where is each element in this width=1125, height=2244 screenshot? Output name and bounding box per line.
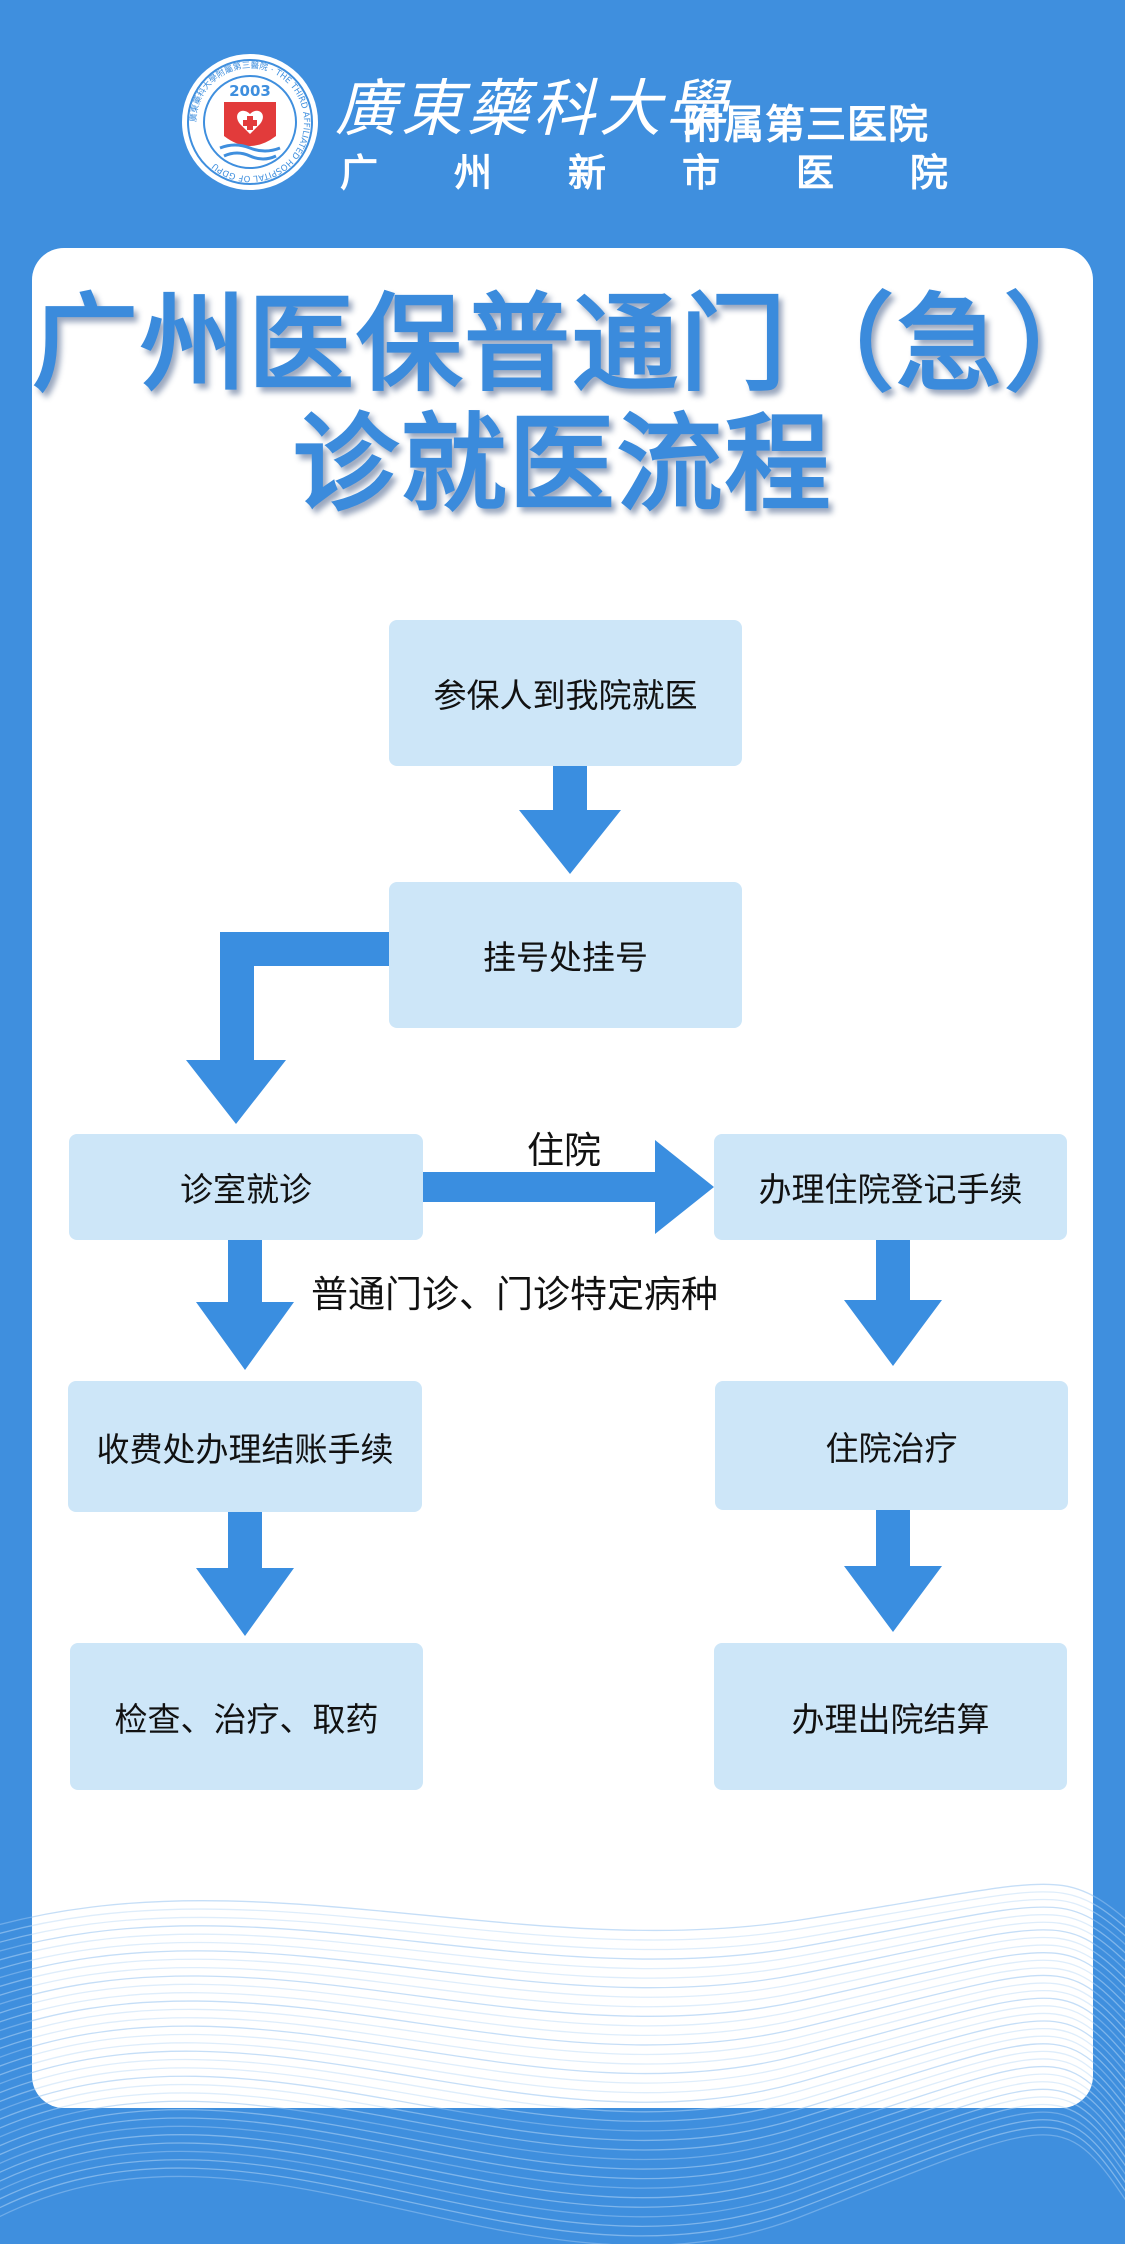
- subtitle-char: 市: [681, 151, 720, 195]
- subtitle-char: 院: [909, 151, 948, 195]
- page-title-line-1: 广州医保普通门（急）: [32, 283, 1112, 406]
- logo-year: 2003: [229, 82, 271, 100]
- arrow-right-icon: [423, 1140, 714, 1234]
- edge-label-outpatient: 普通门诊、门诊特定病种: [311, 1273, 718, 1316]
- arrow-elbow-icon: [186, 932, 389, 1124]
- subtitle-char: 新: [567, 151, 606, 195]
- step-start: 参保人到我院就医: [389, 620, 742, 766]
- university-name: 廣東藥科大學: [335, 72, 732, 145]
- subtitle-char: 州: [453, 151, 492, 195]
- step-discharge: 办理出院结算: [714, 1643, 1067, 1790]
- arrow-down-icon: [519, 766, 621, 874]
- arrow-down-icon: [196, 1512, 294, 1636]
- step-register: 挂号处挂号: [389, 882, 742, 1028]
- page-title-line-2: 诊就医流程: [292, 403, 833, 526]
- subtitle-char: 医: [795, 151, 834, 195]
- step-inpatient-register: 办理住院登记手续: [714, 1134, 1067, 1240]
- hospital-logo: 廣東藥科大學附屬第三醫院 · THE THIRD AFFILIATED HOSP…: [182, 54, 318, 190]
- edge-label-inpatient: 住院: [527, 1129, 601, 1172]
- step-consult: 诊室就诊: [69, 1134, 423, 1240]
- step-billing: 收费处办理结账手续: [68, 1381, 422, 1512]
- arrow-down-icon: [844, 1510, 942, 1632]
- step-inpatient-treatment: 住院治疗: [715, 1381, 1068, 1510]
- affiliation-name: 附属第三医院: [683, 102, 929, 148]
- subtitle-char: 广: [340, 151, 379, 195]
- step-treatment: 检查、治疗、取药: [70, 1643, 423, 1790]
- hospital-subtitle: 广 州 新 市 医 院: [340, 142, 948, 197]
- arrow-down-icon: [196, 1240, 294, 1370]
- arrow-down-icon: [844, 1240, 942, 1366]
